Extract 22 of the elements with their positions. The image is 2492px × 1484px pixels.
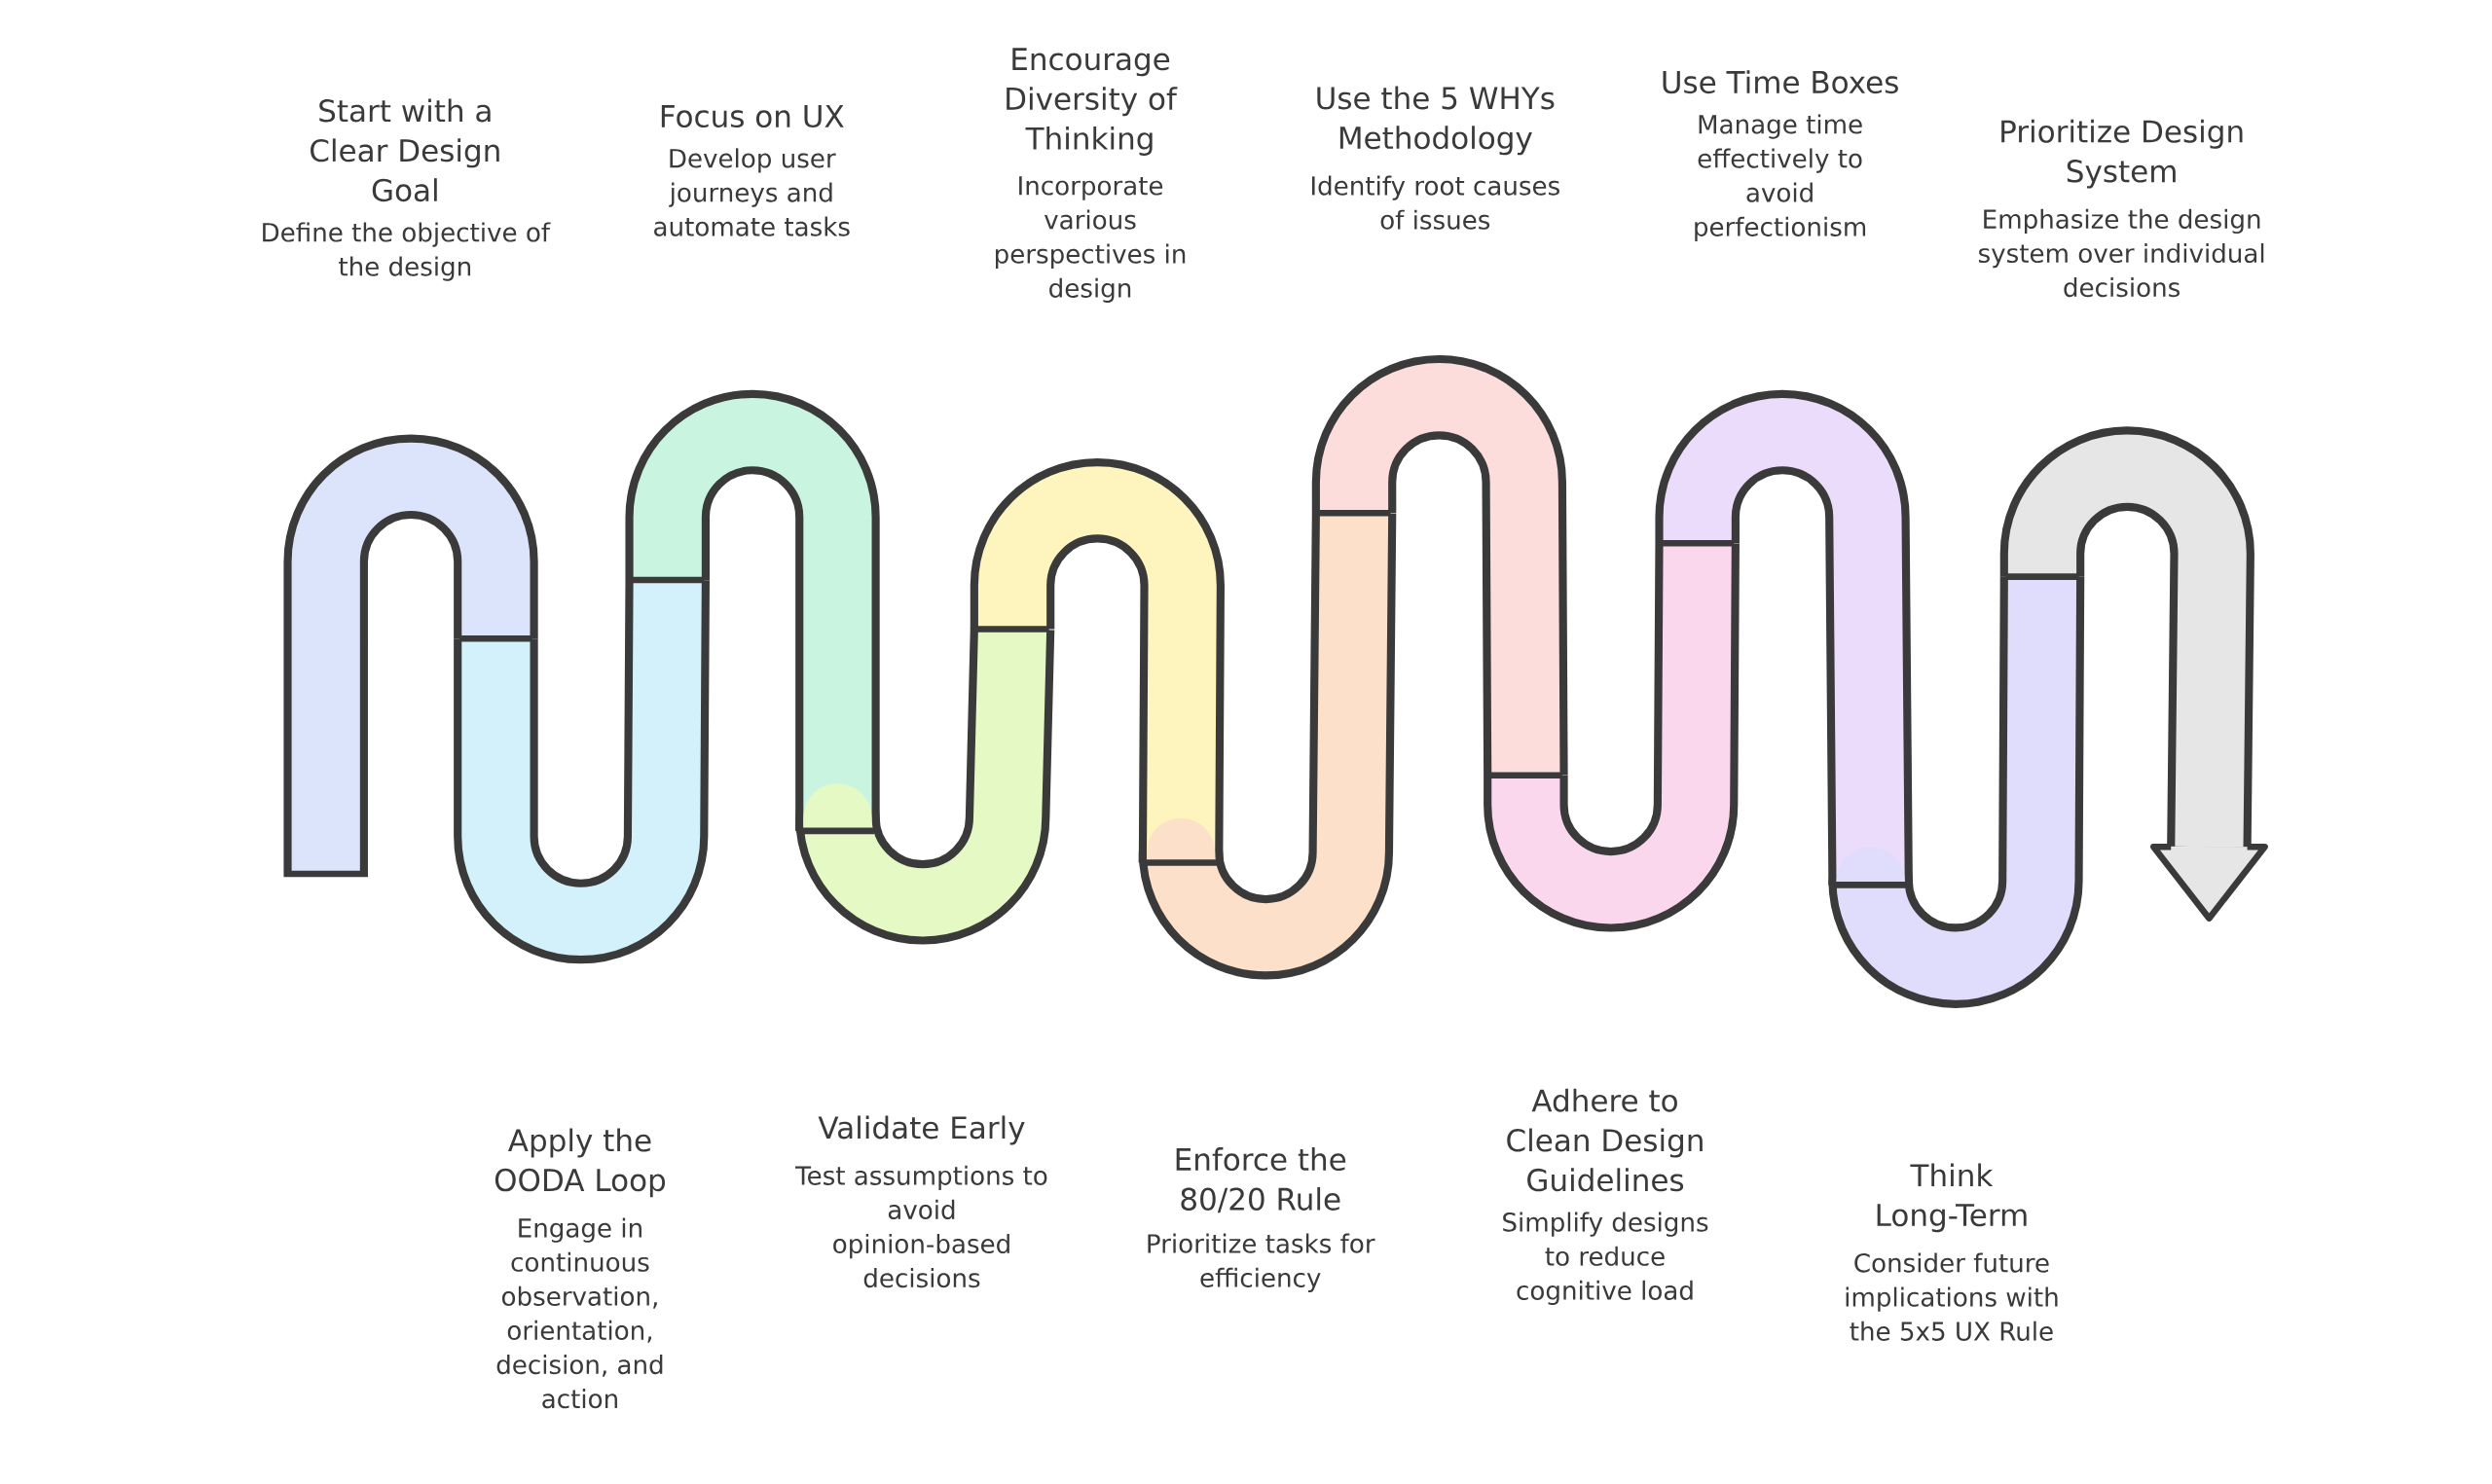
step-description: Engage in continuous observation, orientation, decision, and action bbox=[496, 1217, 663, 1409]
step-description: Manage time effectively to avoid perfectionism bbox=[1695, 114, 1866, 241]
step-heading: Apply the OODA Loop bbox=[495, 1128, 666, 1198]
step-description: Prioritize tasks for efficiency bbox=[1148, 1233, 1375, 1292]
step-heading: Validate Early bbox=[818, 1115, 1025, 1145]
step-description: Define the objective of the design bbox=[263, 222, 551, 281]
step-description: Test assumptions to avoid opinion-based decisions bbox=[795, 1165, 1047, 1288]
step-heading: Think Long-Term bbox=[1877, 1163, 2027, 1233]
step-heading: Encourage Diversity of Thinking bbox=[1007, 48, 1178, 157]
step-heading: Prioritize Design System bbox=[2001, 119, 2243, 189]
step-description: Identify root causes of issues bbox=[1311, 175, 1559, 230]
step-heading: Adhere to Clean Design Guidelines bbox=[1507, 1088, 1703, 1192]
step-heading: Use the 5 WHYs Methodology bbox=[1317, 86, 1555, 156]
step-heading: Start with a Clear Design Goal bbox=[311, 98, 499, 202]
step-heading: Use Time Boxes bbox=[1663, 70, 1898, 94]
step-heading: Focus on UX bbox=[661, 105, 844, 128]
step-description: Develop user journeys and automate tasks bbox=[654, 148, 850, 236]
step-description: Incorporate various perspectives in design bbox=[996, 176, 1186, 304]
step-description: Consider future implications with the 5x5 UX Rule bbox=[1846, 1252, 2058, 1341]
step-description: Simplify designs to reduce cognitive load bbox=[1503, 1212, 1708, 1306]
step-description: Emphasize the design system over individual decisions bbox=[1979, 208, 2264, 298]
step-heading: Enforce the 80/20 Rule bbox=[1176, 1147, 1346, 1213]
